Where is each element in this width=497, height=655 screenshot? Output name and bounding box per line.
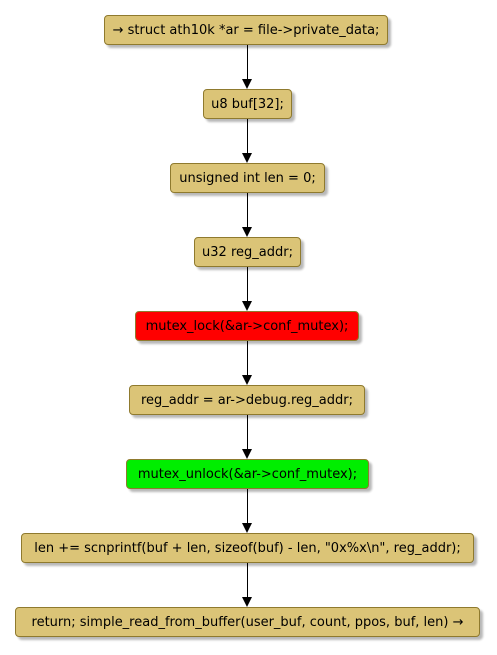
- connector-arrow: [247, 415, 248, 449]
- arrow-head-icon: [242, 301, 252, 311]
- flow-node-normal: len += scnprintf(buf + len, sizeof(buf) …: [21, 533, 474, 563]
- connector-arrow: [247, 489, 248, 523]
- arrow-head-icon: [242, 375, 252, 385]
- arrow-head-icon: [242, 227, 252, 237]
- arrow-head-icon: [242, 597, 252, 607]
- flow-node-normal: return; simple_read_from_buffer(user_buf…: [15, 607, 480, 637]
- connector-arrow: [247, 45, 248, 79]
- arrow-head-icon: [242, 153, 252, 163]
- arrow-head-icon: [242, 523, 252, 533]
- flow-node-unlock: mutex_unlock(&ar->conf_mutex);: [126, 459, 369, 489]
- flow-node-normal: u32 reg_addr;: [194, 237, 301, 267]
- connector-arrow: [247, 193, 248, 227]
- connector-arrow: [247, 563, 248, 597]
- connector-arrow: [247, 341, 248, 375]
- connector-arrow: [247, 267, 248, 301]
- arrow-head-icon: [242, 79, 252, 89]
- flow-node-normal: reg_addr = ar->debug.reg_addr;: [129, 385, 365, 415]
- flow-node-normal: u8 buf[32];: [203, 89, 292, 119]
- connector-arrow: [247, 119, 248, 153]
- flow-node-normal: unsigned int len = 0;: [170, 163, 325, 193]
- arrow-head-icon: [242, 449, 252, 459]
- flow-node-lock: mutex_lock(&ar->conf_mutex);: [135, 311, 359, 341]
- flow-node-normal: → struct ath10k *ar = file->private_data…: [104, 15, 388, 45]
